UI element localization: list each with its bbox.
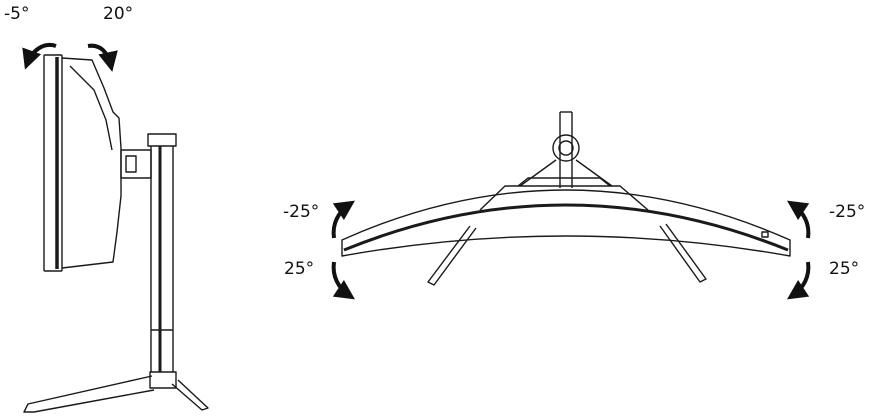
rear-housing (61, 57, 122, 269)
tilt-forward-label: 20° (103, 4, 134, 24)
tilt-back-arrow (22, 43, 57, 70)
left-swivel-down-label: 25° (284, 259, 315, 279)
rear-body (479, 185, 649, 211)
right-swivel-down-arrow (787, 261, 811, 300)
top-view-monitor (341, 111, 791, 286)
base-legs (427, 223, 707, 286)
right-swivel-up-arrow (787, 200, 811, 239)
curved-panel (341, 189, 791, 257)
left-swivel-down-arrow (331, 261, 355, 300)
side-view-monitor (23, 54, 209, 413)
left-swivel-up-label: -25° (283, 202, 320, 222)
stand-neck (519, 111, 613, 188)
tilt-forward-arrow (87, 43, 118, 72)
right-swivel-up-label: -25° (829, 202, 866, 222)
stand-column (147, 133, 177, 372)
stand-base (23, 371, 209, 413)
tilt-back-label: -5° (4, 4, 30, 24)
right-swivel-down-label: 25° (829, 259, 860, 279)
screen-panel (43, 54, 63, 272)
left-swivel-up-arrow (331, 200, 355, 239)
